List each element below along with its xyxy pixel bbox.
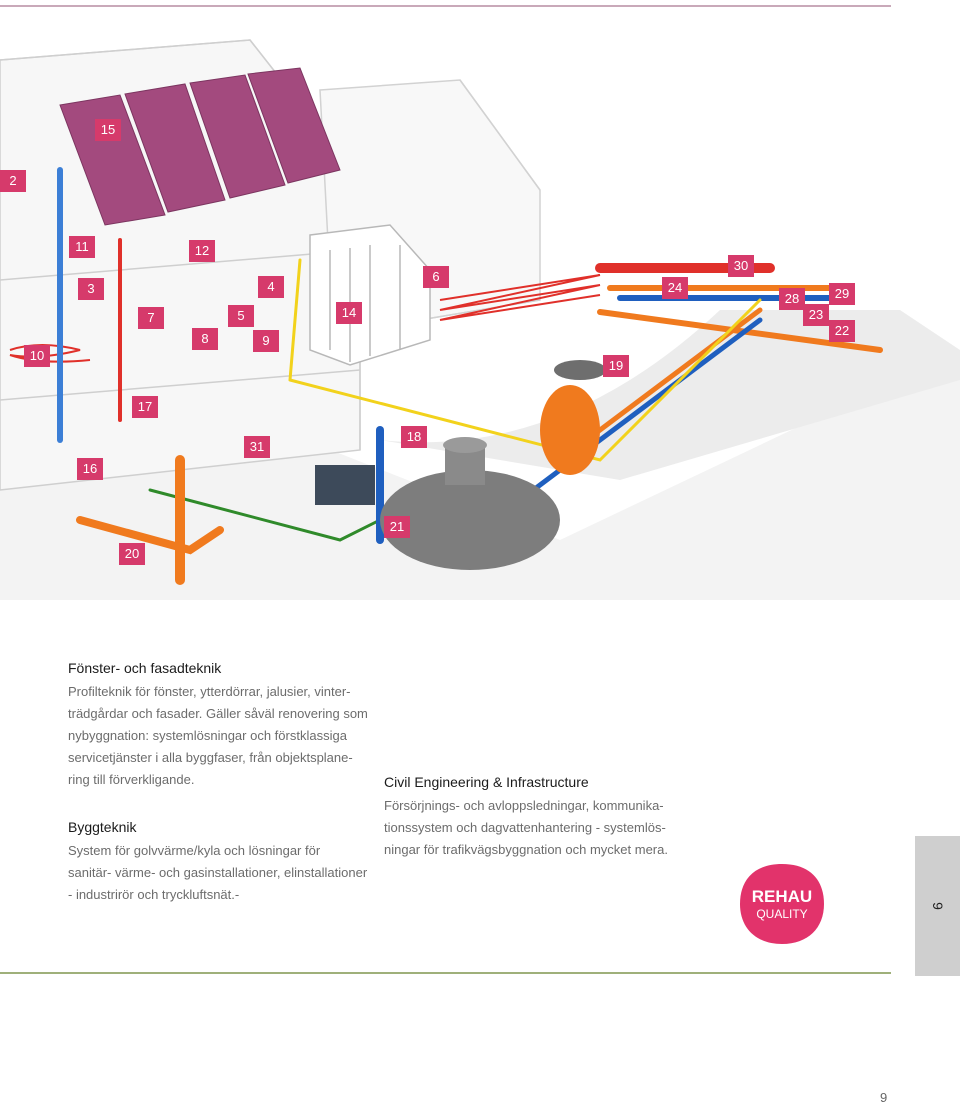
logo-line2: QUALITY (756, 907, 807, 921)
side-tab-number: 9 (929, 902, 946, 910)
callout-marker: 8 (192, 328, 218, 350)
side-tab: 9 (915, 836, 960, 976)
text-line: tionssystem och dagvattenhantering - sys… (384, 820, 666, 835)
callout-marker: 18 (401, 426, 427, 448)
tanks (315, 360, 606, 570)
ground-plane (0, 320, 960, 600)
para-byggteknik: System för golvvärme/kyla och lösningar … (68, 840, 378, 906)
heading-fonster: Fönster- och fasadteknik (68, 660, 222, 676)
callout-marker: 19 (603, 355, 629, 377)
heading-civil: Civil Engineering & Infrastructure (384, 774, 589, 790)
solar-panels (59, 67, 341, 226)
callout-marker: 7 (138, 307, 164, 329)
bottom-rule (0, 972, 891, 974)
text-line: ningar för trafikvägsbyggnation och myck… (384, 842, 668, 857)
callout-marker: 24 (662, 277, 688, 299)
callout-marker: 6 (423, 266, 449, 288)
text-line: ring till förverkligande. (68, 772, 195, 787)
text-line: Profilteknik för fönster, ytterdörrar, j… (68, 684, 351, 699)
logo-line1: REHAU (752, 887, 812, 906)
callout-marker: 9 (253, 330, 279, 352)
callout-marker: 23 (803, 304, 829, 326)
text-line: sanitär- värme- och gasinstallationer, e… (68, 865, 368, 880)
callout-marker: 15 (95, 119, 121, 141)
house-systems-illustration (0, 39, 960, 600)
para-civil: Försörjnings- och avloppsledningar, komm… (384, 795, 694, 861)
callout-marker: 5 (228, 305, 254, 327)
heading-byggteknik: Byggteknik (68, 819, 137, 835)
top-rule (0, 5, 891, 7)
callout-marker: 3 (78, 278, 104, 300)
text-line: servicetjänster i alla byggfaser, från o… (68, 750, 353, 765)
logo-shape (740, 864, 824, 944)
callout-marker: 22 (829, 320, 855, 342)
winter-garden (309, 224, 431, 366)
callout-marker: 14 (336, 302, 362, 324)
callout-marker: 30 (728, 255, 754, 277)
callout-marker: 21 (384, 516, 410, 538)
callout-marker: 20 (119, 543, 145, 565)
driveway (380, 310, 960, 480)
callout-marker: 29 (829, 283, 855, 305)
text-line: trädgårdar och fasader. Gäller såväl ren… (68, 706, 368, 721)
text-line: System för golvvärme/kyla och lösningar … (68, 843, 321, 858)
callout-marker: 4 (258, 276, 284, 298)
text-line: - industrirör och tryckluftsnät.- (68, 887, 240, 902)
callout-marker: 31 (244, 436, 270, 458)
callout-marker: 2 (0, 170, 26, 192)
callout-marker: 17 (132, 396, 158, 418)
page-number: 9 (880, 1090, 888, 1105)
callout-marker: 10 (24, 345, 50, 367)
text-line: Försörjnings- och avloppsledningar, komm… (384, 798, 664, 813)
callout-marker: 11 (69, 236, 95, 258)
callout-marker: 16 (77, 458, 103, 480)
para-fonster: Profilteknik för fönster, ytterdörrar, j… (68, 681, 378, 791)
text-line: nybyggnation: systemlösningar och förstk… (68, 728, 347, 743)
rehau-quality-logo: REHAU QUALITY (740, 864, 824, 944)
callout-marker: 28 (779, 288, 805, 310)
callout-marker: 12 (189, 240, 215, 262)
